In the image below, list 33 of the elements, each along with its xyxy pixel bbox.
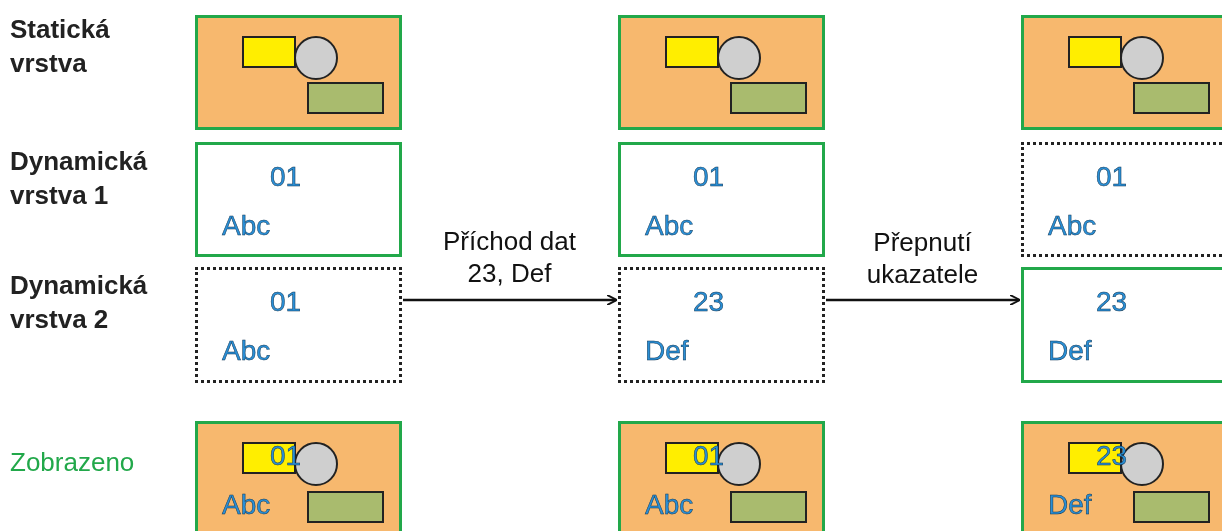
layer-buffer-box [1021, 267, 1222, 383]
value-number: 01 [270, 161, 302, 193]
display-box [195, 421, 402, 531]
layer-buffer-box [195, 142, 402, 257]
value-text: Abc [645, 489, 694, 521]
layer-buffer-box [195, 267, 402, 383]
value-text: Abc [222, 335, 271, 367]
value-number: 23 [693, 286, 725, 318]
row-label: Zobrazeno [10, 446, 136, 479]
row-label: Dynamická vrstva 1 [10, 145, 149, 212]
value-text: Abc [222, 489, 271, 521]
arrow [403, 294, 618, 306]
display-box [618, 421, 825, 531]
static-layer-box [195, 15, 402, 130]
static-layer-box [618, 15, 825, 130]
layer-buffer-box [1021, 142, 1222, 257]
row-label: Statická vrstva [10, 13, 111, 80]
row-label: Dynamická vrstva 2 [10, 269, 149, 336]
value-number: 01 [270, 286, 302, 318]
value-text: Def [1048, 335, 1092, 367]
display-box [1021, 421, 1222, 531]
value-text: Def [1048, 489, 1092, 521]
value-number: 23 [1096, 286, 1128, 318]
layer-buffer-box [618, 142, 825, 257]
value-text: Abc [1048, 210, 1097, 242]
value-text: Abc [645, 210, 694, 242]
arrow [826, 294, 1021, 306]
layer-buffer-box [618, 267, 825, 383]
value-number: 01 [693, 161, 725, 193]
static-layer-box [1021, 15, 1222, 130]
value-number: 01 [1096, 161, 1128, 193]
value-text: Abc [222, 210, 271, 242]
value-text: Def [645, 335, 689, 367]
